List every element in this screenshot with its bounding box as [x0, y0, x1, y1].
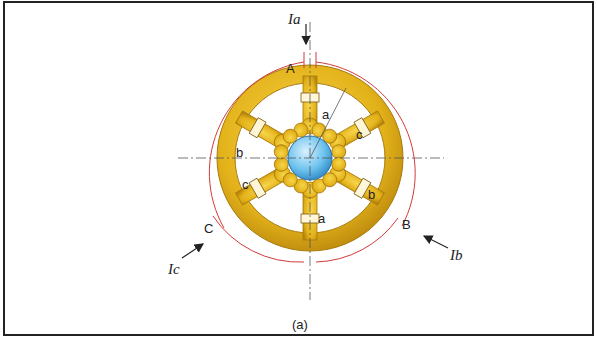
current-label: Ia: [288, 12, 301, 27]
current-label: Ib: [450, 248, 463, 263]
current-label: Ic: [168, 262, 180, 277]
pole-label: b: [236, 146, 243, 159]
caption: (a): [292, 318, 308, 331]
pole-label: c: [242, 178, 249, 191]
phase-terminal: A: [286, 62, 295, 75]
pole-label: a: [322, 108, 329, 121]
pole-label: c: [356, 128, 363, 141]
pole-label: a: [318, 212, 325, 225]
phase-terminal: C: [204, 222, 213, 235]
phase-terminal: B: [402, 218, 411, 231]
pole-label: b: [368, 188, 375, 201]
